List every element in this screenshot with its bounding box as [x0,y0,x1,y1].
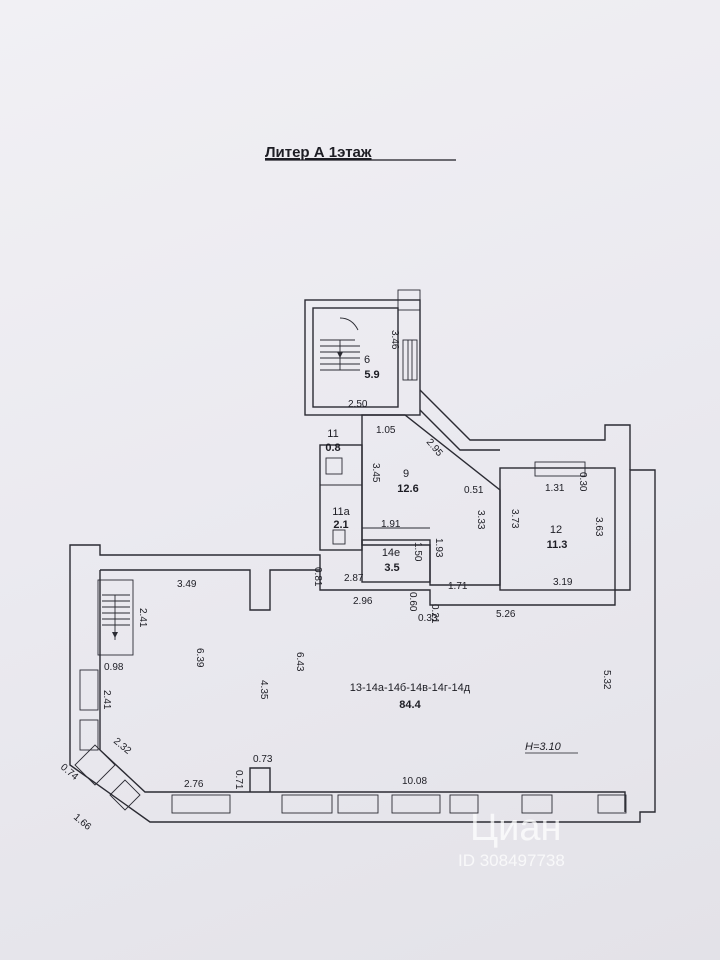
dim-label: 4.35 [258,680,269,700]
dim-label: 3.46 [389,330,400,350]
dim-label: 5.26 [496,609,516,620]
dim-label: 2.96 [353,596,373,607]
room-labels: 6 5.9 11 0.8 11а 2.1 9 12.6 12 11.3 14е … [325,354,567,711]
main-hall-walls [69,469,656,823]
dim-label: 2.76 [184,779,204,790]
main-hall-area: 84.4 [399,699,421,711]
room-11-area: 0.8 [325,442,340,454]
room-14e-walls [361,539,431,583]
dim-label: 2.95 [424,437,445,459]
room-6-walls [304,289,421,416]
watermark: Циан ID 308497738 [458,807,565,870]
dim-label: 1.31 [545,483,565,494]
dim-label: 0.73 [253,754,273,765]
room-11-walls [319,444,363,551]
room-11a-id: 11а [332,506,350,518]
room-12-id: 12 [550,524,562,536]
dim-label: 10.08 [402,776,427,787]
dim-label: 2.50 [348,399,368,410]
dim-label: 2.41 [137,608,148,628]
dim-label: 0.30 [577,472,588,492]
toilet-icon [325,457,343,475]
dim-label: 5.32 [601,670,612,690]
dim-label: 0.51 [464,485,484,496]
dim-label: 0.33 [418,613,438,624]
dim-label: 6.43 [294,652,305,672]
dim-label: 3.33 [475,510,486,530]
room-11-id: 11 [327,428,338,440]
sink-icon [332,529,346,545]
dim-label: 3.19 [553,577,573,588]
dim-label: 1.50 [412,542,423,562]
dim-label: 0.60 [407,592,418,612]
dim-label: 0.98 [104,662,124,673]
room-9-id: 9 [403,468,409,480]
dim-label: 1.66 [71,812,93,833]
dim-label: 0.71 [233,770,244,790]
room-9-walls [361,414,501,586]
dim-label: 0.81 [312,567,323,587]
dim-label: 2.87 [344,573,364,584]
watermark-brand: Циан [470,807,561,849]
stair-left-icon [97,579,134,656]
stair-6-icon [320,317,360,371]
dim-label: 0.21 [429,604,440,624]
dim-label: 1.71 [448,581,468,592]
room-11a-area: 2.1 [333,519,348,531]
dimension-labels: 3.46 2.50 1.05 2.95 3.45 0.51 1.31 0.30 … [58,330,612,833]
room-14e-id: 14е [382,547,400,559]
dim-label: 1.91 [381,519,401,530]
watermark-id: ID 308497738 [458,851,565,870]
room-12-walls [499,467,616,591]
ceiling-height-label: Н=3.10 [525,741,562,753]
dim-label: 1.05 [376,425,396,436]
room-9-area: 12.6 [397,483,418,495]
dim-label: 2.41 [101,690,112,710]
dim-label: 3.45 [370,463,381,483]
dim-label: 3.73 [509,509,520,529]
room-14e-area: 3.5 [384,562,399,574]
dim-label: 3.49 [177,579,197,590]
dim-label: 2.32 [111,736,133,757]
room-12-area: 11.3 [547,539,568,551]
plan-title: Литер А 1этаж [265,144,372,161]
room-6-id: 6 [364,354,370,366]
room-6-area: 5.9 [364,369,379,381]
dim-label: 1.93 [433,538,444,558]
dim-label: 3.63 [593,517,604,537]
windows [74,669,627,814]
dim-label: 6.39 [194,648,205,668]
dim-label: 0.74 [58,762,80,783]
main-hall-id: 13-14а-14б-14в-14г-14д [350,682,471,694]
